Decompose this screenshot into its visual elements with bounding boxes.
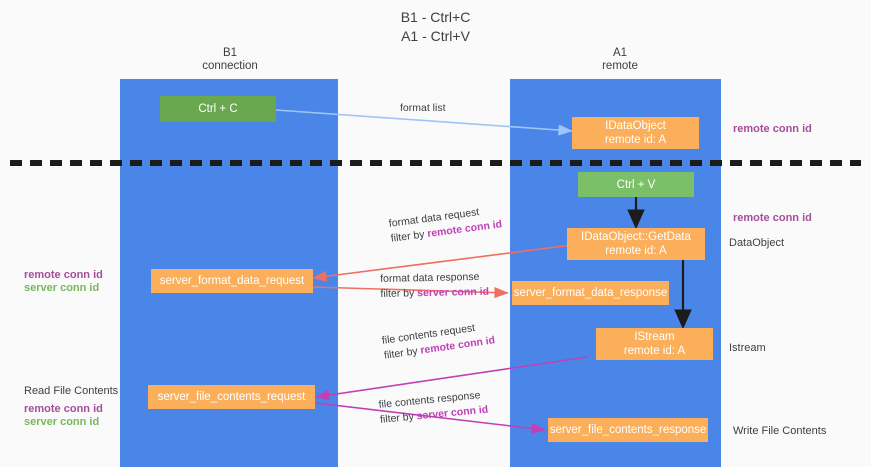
annot-left-read-file-contents: Read File Contents [24, 385, 119, 397]
arrow-format-data-request [312, 244, 573, 282]
box-idataobject-getdata[interactable]: IDataObject::GetData remote id: A [567, 228, 705, 260]
box-server-format-data-response[interactable]: server_format_data_response [512, 281, 669, 305]
box-ctrl-v[interactable]: Ctrl + V [578, 172, 694, 197]
diagram-title: B1 - Ctrl+C A1 - Ctrl+V [400, 9, 471, 44]
box-ole-idataobject[interactable]: IDataObject remote id: A [572, 117, 699, 149]
annot-left-server-conn-id: server conn id [24, 282, 100, 294]
arrow-file-contents-request [315, 356, 588, 401]
annot-right-istream: Istream [729, 342, 766, 354]
annot-right-write-file-contents: Write File Contents [733, 425, 827, 437]
edge-label-line2: filter by server conn id [380, 285, 490, 300]
box-server-file-contents-request[interactable]: server_file_contents_request [148, 385, 315, 409]
box-ctrl-c[interactable]: Ctrl + C [160, 96, 276, 122]
annot-left-server-conn-id-2: server conn id [24, 416, 100, 428]
annot-left-remote-conn-id: remote conn id [24, 269, 103, 281]
edge-label-format-list: format list [400, 102, 446, 114]
arrow-format-list [275, 109, 573, 136]
arrow-file-contents-response [315, 402, 546, 434]
phase-divider [10, 160, 861, 166]
edge-label-highlight: server conn id [417, 285, 490, 300]
arrow-format-data-response [312, 286, 509, 299]
box-server-file-contents-response[interactable]: server_file_contents_response [548, 418, 708, 442]
box-server-format-data-request[interactable]: server_format_data_request [151, 269, 313, 293]
lane-header-a1: A1 remote [602, 47, 638, 72]
box-istream[interactable]: IStream remote id: A [596, 328, 713, 360]
annot-left-remote-conn-id-2: remote conn id [24, 403, 103, 415]
annot-right-remote-conn-id-top: remote conn id [733, 123, 812, 135]
edge-label-format-data-response: format data response filter by server co… [380, 270, 489, 302]
annot-right-remote-conn-id-mid: remote conn id [733, 212, 812, 224]
annot-right-dataobject: DataObject [729, 237, 785, 249]
lane-header-b1: B1 connection [202, 47, 258, 72]
